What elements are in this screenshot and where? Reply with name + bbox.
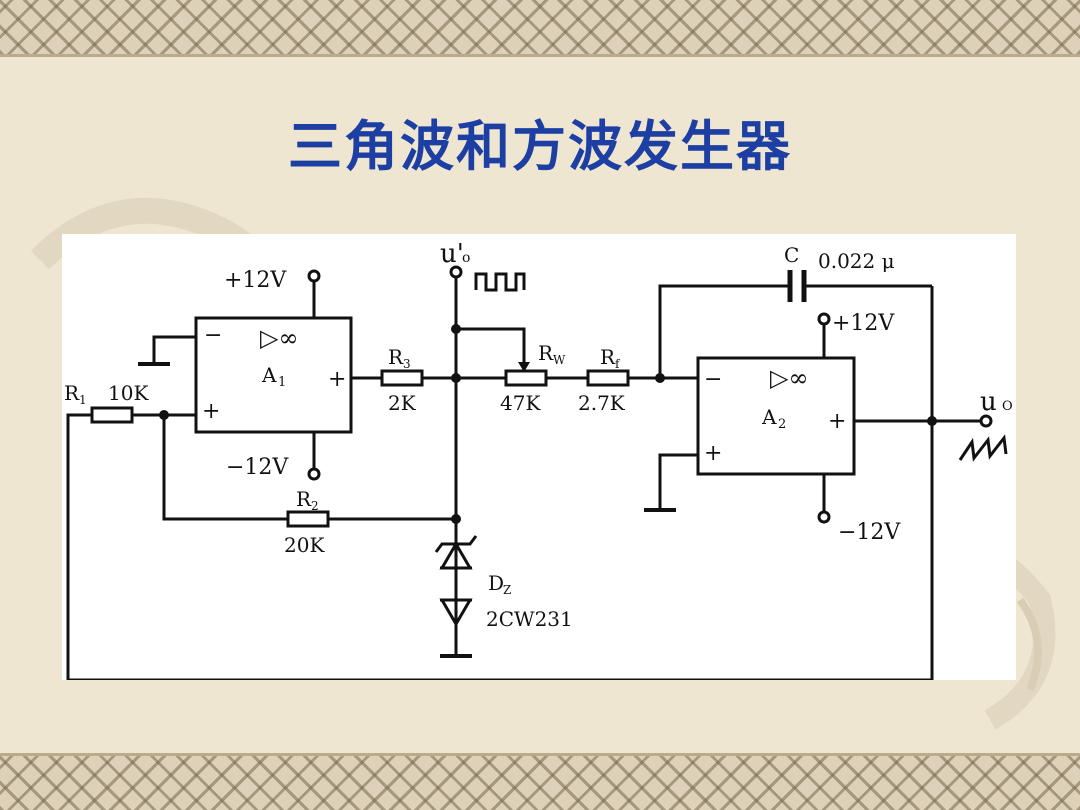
label-c-value: 0.022 μ (818, 249, 895, 273)
label-rf-sub: f (615, 357, 621, 371)
label-vee2: −12V (838, 520, 901, 545)
label-rw-sub: W (553, 353, 566, 367)
resistor-rw (504, 369, 548, 387)
label-r2: R (296, 487, 312, 511)
label-rw: R (538, 341, 554, 365)
label-a1-plus-in: + (202, 399, 220, 424)
label-dz-sub: Z (503, 583, 511, 597)
label-uo: u (980, 387, 997, 417)
opamp-a2-box (696, 356, 856, 476)
label-r3-value: 2K (388, 391, 417, 415)
junction-dot (159, 410, 169, 420)
junction-dot (451, 324, 461, 334)
label-a2-plus-in: + (704, 441, 722, 466)
terminal-vcc1 (307, 269, 321, 283)
terminal-vcc2 (817, 312, 831, 326)
label-c: C (784, 243, 799, 267)
label-a2-sub: 2 (778, 417, 786, 432)
terminal-vee2 (817, 510, 831, 524)
label-a1-symbol: ▷∞ (260, 324, 298, 352)
label-a2-symbol: ▷∞ (770, 364, 808, 392)
circuit-diagram: u' o +12V −12V +12V −12V ▷∞ A 1 − + + ▷∞… (64, 239, 1013, 680)
square-wave-icon (474, 272, 526, 292)
junction-dot (927, 416, 937, 426)
label-a2-minus: − (704, 367, 722, 392)
label-uo-prime: u' (440, 239, 464, 269)
label-rf-value: 2.7K (578, 391, 626, 415)
label-a1-minus: − (204, 323, 222, 348)
label-a1: A (261, 363, 277, 387)
terminal-uo-prime (449, 265, 463, 279)
zener-diode-dz (434, 535, 478, 627)
label-rw-value: 47K (500, 391, 541, 415)
junction-dot (451, 514, 461, 524)
label-a1-plus-out: + (328, 367, 346, 392)
page-title: 三角波和方波发生器 (288, 114, 792, 178)
terminal-uo (979, 414, 993, 428)
top-border-edge (0, 54, 1080, 57)
bottom-decorative-border (0, 756, 1080, 810)
label-r1-sub: 1 (79, 393, 87, 407)
junction-dot (655, 373, 665, 383)
label-r2-value: 20K (284, 533, 325, 557)
bottom-border-edge (0, 753, 1080, 756)
label-rf: R (600, 345, 616, 369)
label-r1: R (64, 381, 80, 405)
label-r2-sub: 2 (311, 499, 319, 513)
circuit-panel: u' o +12V −12V +12V −12V ▷∞ A 1 − + + ▷∞… (62, 234, 1016, 680)
label-vcc2: +12V (832, 311, 895, 336)
opamp-a1-box (194, 316, 353, 434)
label-vcc1: +12V (224, 268, 287, 293)
label-dz-part: 2CW231 (486, 607, 573, 631)
resistor-r2 (286, 510, 330, 528)
label-r3: R (388, 345, 404, 369)
triangle-wave-icon (958, 434, 1008, 462)
rw-wiper-arrow (518, 362, 530, 372)
label-r3-sub: 3 (403, 357, 411, 371)
label-uo-sub: O (1002, 399, 1013, 414)
label-uo-prime-sub: o (462, 250, 470, 266)
resistor-rf (586, 369, 630, 387)
resistor-r1 (90, 406, 134, 424)
resistor-r3 (380, 369, 424, 387)
label-dz: D (488, 571, 504, 595)
junction-dot (451, 373, 461, 383)
label-a2-plus-out: + (828, 409, 846, 434)
capacitor-c (787, 270, 807, 302)
label-r1-value: 10K (108, 381, 149, 405)
top-decorative-border (0, 0, 1080, 54)
label-a2: A (761, 405, 777, 429)
label-a1-sub: 1 (278, 375, 286, 390)
label-vee1: −12V (226, 455, 289, 480)
terminal-vee1 (307, 467, 321, 481)
